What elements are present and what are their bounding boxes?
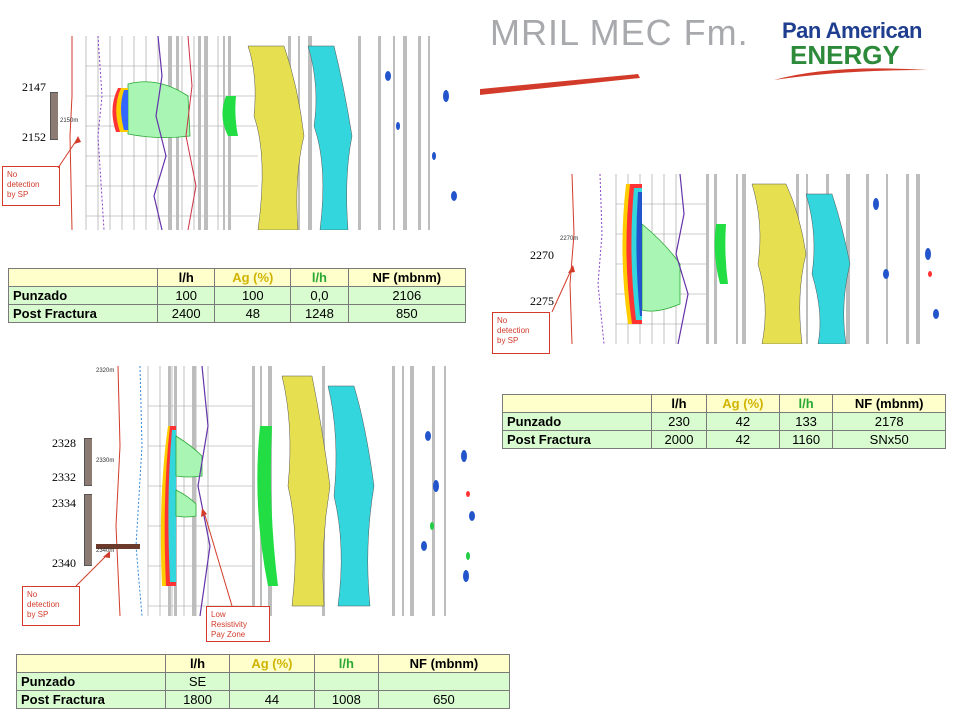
table-cell [377, 672, 511, 691]
no-detection-callout: No detection by SP [22, 586, 80, 626]
slide-title: MRIL MEC Fm. [490, 12, 749, 53]
table-row: Post Fractura 2400 48 1248 850 [8, 304, 467, 323]
table-row-label: Punzado [16, 672, 166, 691]
table-row: Punzado 230 42 133 2178 [502, 412, 946, 431]
depth-label: 2152 [22, 130, 46, 144]
table-cell: 100 [214, 286, 292, 305]
note-line: detection [27, 600, 60, 609]
note-line: No [27, 590, 38, 599]
note-line: by SP [497, 336, 519, 345]
table-header-cell [502, 394, 652, 413]
table-row-label: Post Fractura [502, 430, 652, 449]
table-header-cell: l/h [778, 394, 834, 413]
logo-text-bottom: ENERGY [790, 40, 900, 70]
table-cell: 133 [778, 412, 834, 431]
table-header-cell: NF (mbnm) [377, 654, 511, 673]
table-header-cell: Ag (%) [214, 268, 292, 287]
table-header-cell [16, 654, 166, 673]
callout-arrow-icon [201, 508, 233, 607]
depth-tag: 2330m [96, 458, 114, 464]
table-header-cell: Ag (%) [706, 394, 780, 413]
mril-log-track-2: 2270m [556, 174, 956, 344]
table-cell: 2178 [832, 412, 946, 431]
table-cell: 42 [706, 412, 780, 431]
table-header-cell: l/h [156, 268, 216, 287]
table-header-cell: l/h [164, 654, 231, 673]
table-row-label: Post Fractura [16, 690, 166, 709]
note-line: Low [211, 610, 226, 619]
depth-tag: 2270m [560, 236, 578, 242]
table-cell: 1800 [164, 690, 231, 709]
depth-label: 2332 [52, 470, 76, 484]
table-cell: 0,0 [290, 286, 349, 305]
note-line: No [7, 170, 18, 179]
depth-label: 2147 [22, 80, 46, 94]
note-line: by SP [27, 610, 49, 619]
table-cell: 230 [651, 412, 707, 431]
depth-label: 2328 [52, 436, 76, 450]
table-cell: 42 [706, 430, 780, 449]
note-line: Resistivity [211, 620, 248, 629]
table-cell: SE [164, 672, 231, 691]
table-header-cell: Ag (%) [229, 654, 315, 673]
table-cell: 1160 [778, 430, 834, 449]
callout-arrow-icon [75, 551, 110, 587]
note-line: No [497, 316, 508, 325]
depth-tag: 2320m [96, 368, 114, 374]
table-header-cell: l/h [313, 654, 379, 673]
table-cell: 100 [156, 286, 216, 305]
table-cell: 650 [377, 690, 511, 709]
table-row: Punzado SE [16, 672, 511, 691]
note-line: detection [7, 180, 40, 189]
table-row-label: Post Fractura [8, 304, 158, 323]
table-cell: 48 [214, 304, 292, 323]
table-cell [313, 672, 379, 691]
table-header-cell: l/h [651, 394, 707, 413]
note-line: by SP [7, 190, 29, 199]
depth-label: 2334 [52, 496, 76, 510]
table-row-label: Punzado [502, 412, 652, 431]
depth-label: 2275 [530, 294, 554, 308]
logo-swoosh-icon [774, 68, 928, 80]
table-cell: SNx50 [832, 430, 946, 449]
table-cell: 2106 [347, 286, 467, 305]
mril-log-track-3: 2320m 2330m 2340m [92, 366, 492, 616]
red-swoosh-decoration [470, 74, 640, 96]
table-row-label: Punzado [8, 286, 158, 305]
panel1-results-table: l/h Ag (%) l/h NF (mbnm) Punzado 100 100… [8, 268, 467, 323]
table-cell: 2000 [651, 430, 707, 449]
table-header-cell: NF (mbnm) [832, 394, 946, 413]
table-header-row: l/h Ag (%) l/h NF (mbnm) [16, 654, 511, 673]
table-row: Post Fractura 2000 42 1160 SNx50 [502, 430, 946, 449]
depth-tag: 2150m [60, 118, 78, 124]
depth-label: 2340 [52, 556, 76, 570]
table-row: Post Fractura 1800 44 1008 650 [16, 690, 511, 709]
table-header-cell: l/h [290, 268, 349, 287]
panel3-results-table: l/h Ag (%) l/h NF (mbnm) Punzado SE Post… [16, 654, 511, 709]
table-header-cell [8, 268, 158, 287]
callout-arrow-icon [551, 265, 575, 313]
panel2-results-table: l/h Ag (%) l/h NF (mbnm) Punzado 230 42 … [502, 394, 946, 449]
callout-arrow-icon [57, 136, 81, 169]
table-header-row: l/h Ag (%) l/h NF (mbnm) [8, 268, 467, 287]
table-cell: 1248 [290, 304, 349, 323]
low-resistivity-callout: Low Resistivity Pay Zone [206, 606, 270, 642]
table-cell [229, 672, 315, 691]
note-line: detection [497, 326, 530, 335]
no-detection-callout: No detection by SP [492, 312, 550, 354]
table-cell: 2400 [156, 304, 216, 323]
depth-tag: 2340m [96, 548, 114, 554]
table-header-row: l/h Ag (%) l/h NF (mbnm) [502, 394, 946, 413]
table-cell: 850 [347, 304, 467, 323]
mril-log-track-1: 2150m [58, 36, 480, 230]
no-detection-callout: No detection by SP [2, 166, 60, 206]
table-header-cell: NF (mbnm) [347, 268, 467, 287]
logo-text-top: Pan American [782, 18, 922, 43]
pan-american-energy-logo: Pan American ENERGY [772, 14, 930, 84]
table-cell: 1008 [313, 690, 379, 709]
note-line: Pay Zone [211, 630, 246, 639]
table-cell: 44 [229, 690, 315, 709]
depth-label: 2270 [530, 248, 554, 262]
table-row: Punzado 100 100 0,0 2106 [8, 286, 467, 305]
